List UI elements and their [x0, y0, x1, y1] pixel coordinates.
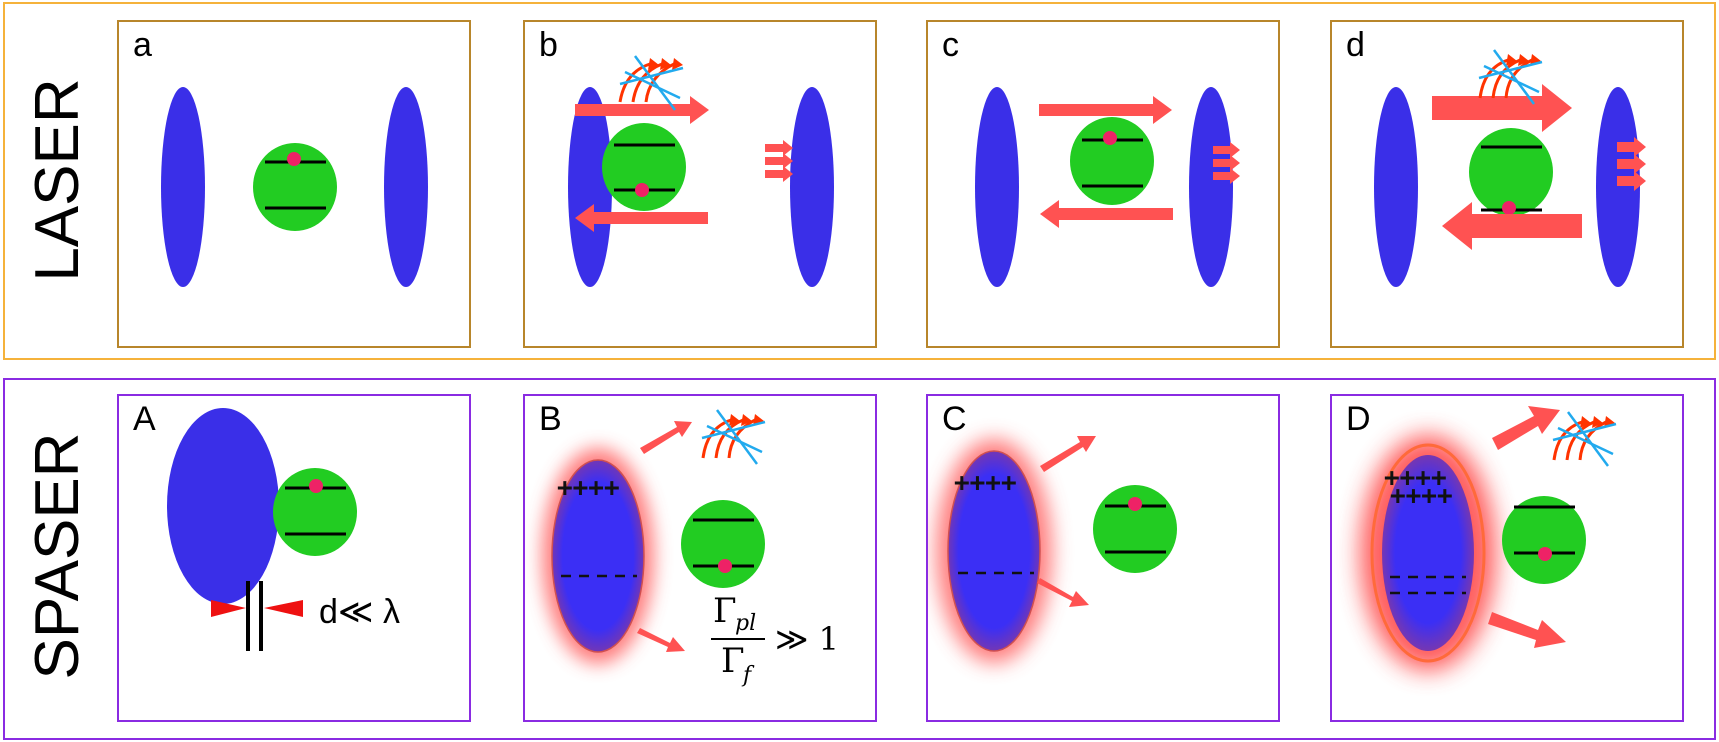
panel-d-diagram — [1374, 49, 1646, 287]
metal-nanoparticle — [1382, 455, 1474, 651]
panel-D-diagram: ++++ ++++ — [1360, 406, 1617, 671]
electron — [635, 183, 649, 197]
lower-emission-arrow — [637, 628, 685, 652]
emission-arrowheads — [1506, 54, 1541, 66]
panel-b: b — [523, 20, 877, 348]
gain-medium — [1070, 117, 1154, 205]
output-beam-arrows — [765, 140, 793, 156]
positive-charges: ++++ — [557, 473, 620, 503]
positive-charges-row-2: ++++ — [1390, 481, 1453, 511]
upper-emission-arrow — [1040, 436, 1096, 472]
panel-letter: A — [133, 400, 156, 438]
emission-arrowheads — [1580, 416, 1615, 428]
spaser-group-frame — [3, 378, 1716, 740]
gain-medium — [1469, 128, 1553, 216]
gap-right-arrowhead — [264, 600, 303, 617]
backward-photon-arrow — [1040, 200, 1173, 228]
panel-a: a — [117, 20, 471, 348]
right-mirror — [790, 87, 834, 287]
suppressed-emission-cross — [619, 55, 684, 111]
emission-arrowheads — [648, 58, 683, 70]
metal-nanoparticle — [551, 459, 645, 653]
positive-charges: ++++ — [954, 468, 1017, 498]
ratio-denominator-subscript: f — [741, 663, 755, 688]
laser-row-label: LASER — [23, 78, 92, 282]
upper-emission-arrow — [1492, 406, 1560, 450]
forward-photon-arrow — [1432, 84, 1572, 132]
spaser-row-label: SPASER — [23, 432, 92, 680]
panel-letter: c — [942, 26, 959, 64]
output-beam-arrows — [1617, 137, 1646, 157]
panel-b-diagram — [568, 55, 834, 287]
gain-medium — [602, 123, 686, 211]
panel-c: c — [926, 20, 1280, 348]
electron — [1103, 131, 1117, 145]
left-mirror — [1374, 87, 1418, 287]
ratio-relation: ≫ 1 — [775, 620, 839, 658]
left-mirror — [568, 87, 612, 287]
forward-photon-arrow — [575, 96, 709, 124]
backward-photon-arrow — [1442, 202, 1582, 250]
electron — [309, 479, 323, 493]
laser-group-frame — [3, 2, 1716, 360]
electron — [718, 559, 732, 573]
right-mirror — [1596, 87, 1640, 287]
ratio-denominator-symbol: Γ — [721, 641, 745, 681]
ratio-numerator-subscript: pl — [735, 611, 756, 636]
gap-left-arrowhead — [211, 600, 246, 617]
right-mirror — [384, 87, 428, 287]
panel-letter: D — [1346, 400, 1371, 438]
electron — [1128, 497, 1142, 511]
panel-C: ++++ C — [926, 394, 1280, 722]
panel-d: d — [1330, 20, 1684, 348]
panel-C-diagram: ++++ — [936, 436, 1177, 663]
forward-photon-arrow — [1039, 96, 1172, 124]
metal-nanoparticle — [167, 408, 279, 604]
electron — [1502, 201, 1516, 215]
lower-emission-arrow — [1037, 578, 1089, 607]
panel-letter: C — [942, 400, 967, 438]
suppressed-emission-cross — [1552, 411, 1617, 467]
left-mirror — [161, 87, 205, 287]
panel-A-diagram — [167, 408, 357, 651]
emission-arrowheads — [729, 414, 764, 426]
panel-letter: d — [1346, 26, 1365, 64]
panel-c-diagram — [975, 87, 1240, 287]
metal-nanoparticle — [947, 450, 1041, 652]
left-mirror — [975, 87, 1019, 287]
gain-medium — [1502, 496, 1586, 584]
electron — [1538, 547, 1552, 561]
panel-B: ++++ Γ pl Γ f ≫ 1 B — [523, 394, 877, 722]
plasmon-ring — [1370, 443, 1486, 663]
gain-medium — [681, 500, 765, 588]
panel-letter: a — [133, 26, 152, 64]
panel-letter: b — [539, 26, 558, 64]
lower-emission-arrow — [1488, 612, 1566, 648]
panel-D: ++++ ++++ D — [1330, 394, 1684, 722]
backward-photon-arrow — [575, 204, 708, 232]
panel-a-diagram — [161, 87, 428, 287]
electron — [287, 152, 301, 166]
right-mirror — [1189, 87, 1233, 287]
output-beam-arrows — [1213, 142, 1240, 158]
upper-emission-arrow — [640, 421, 692, 454]
panel-B-diagram: ++++ Γ pl Γ f ≫ 1 — [542, 409, 839, 688]
panel-letter: B — [539, 400, 562, 438]
damping-ratio: Γ pl Γ f ≫ 1 — [711, 591, 839, 688]
gap-label: d≪ λ — [319, 593, 400, 631]
suppressed-emission-cross — [701, 409, 766, 465]
panel-A: A d≪ λ — [117, 394, 471, 722]
suppressed-emission-cross — [1478, 49, 1543, 105]
ratio-numerator-symbol: Γ — [713, 591, 737, 631]
positive-charges-row-1: ++++ — [1384, 463, 1447, 493]
